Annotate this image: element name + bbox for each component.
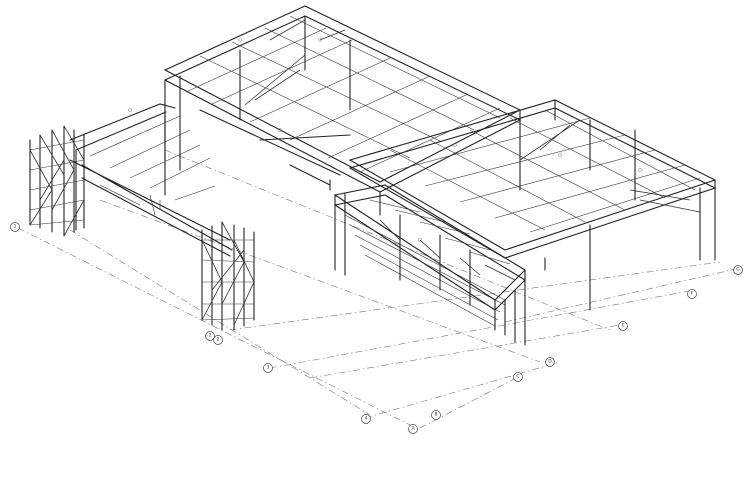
svg-text:E: E bbox=[622, 323, 625, 329]
member-tags bbox=[128, 38, 642, 242]
grid-bubble-4: 4 bbox=[361, 414, 371, 424]
svg-text:B: B bbox=[434, 412, 437, 418]
svg-text:2: 2 bbox=[209, 333, 212, 339]
grid-bubble-c: C bbox=[513, 372, 523, 382]
grid-lines bbox=[17, 149, 741, 431]
grid-bubble-d: D bbox=[545, 357, 555, 367]
grid-bubble-2b: 2 bbox=[213, 335, 223, 345]
grid-bubble-g: G bbox=[733, 265, 743, 275]
grid-bubble-f: F bbox=[687, 289, 697, 299]
left-tower bbox=[29, 125, 85, 237]
svg-text:C: C bbox=[516, 374, 519, 380]
svg-text:D: D bbox=[548, 359, 552, 365]
grid-bubble-a: A bbox=[408, 424, 418, 434]
svg-text:4: 4 bbox=[365, 416, 368, 422]
svg-text:2: 2 bbox=[217, 337, 220, 343]
svg-text:G: G bbox=[736, 267, 740, 273]
grid-bubbles: 1 2 2 3 4 A B C D E F G bbox=[10, 222, 743, 434]
grid-bubble-e: E bbox=[618, 321, 628, 331]
walkway-bridge bbox=[69, 103, 233, 257]
main-roof-frame bbox=[163, 5, 522, 216]
grid-bubble-2a: 2 bbox=[205, 331, 215, 341]
svg-text:A: A bbox=[411, 426, 415, 432]
svg-text:1: 1 bbox=[14, 224, 17, 230]
lower-mezzanine bbox=[333, 184, 526, 346]
svg-text:3: 3 bbox=[267, 365, 270, 371]
right-tower bbox=[201, 221, 255, 331]
grid-bubble-1: 1 bbox=[10, 222, 20, 232]
svg-text:F: F bbox=[691, 291, 694, 297]
right-roof-frame bbox=[348, 99, 717, 311]
grid-bubble-3: 3 bbox=[263, 363, 273, 373]
grid-bubble-b: B bbox=[431, 410, 441, 420]
